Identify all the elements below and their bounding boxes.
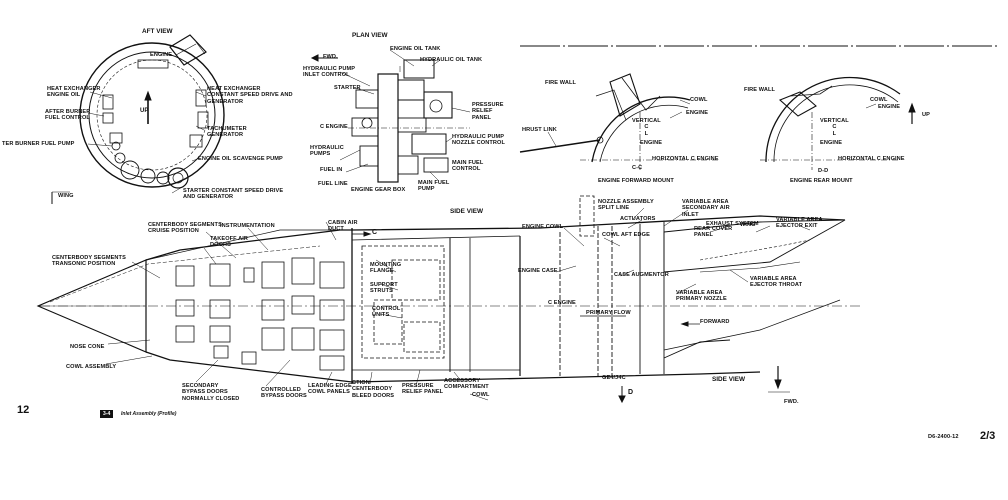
- rear-mount-engine-label: ENGINE: [878, 104, 901, 110]
- aft-view-drawing: [51, 34, 225, 204]
- cowl-aft-edge-label: COWL AFT EDGE: [602, 232, 650, 238]
- fwd-mount-horizontal-label: HORIZONTAL C ENGINE: [652, 156, 719, 162]
- control-units-label: CONTROL UNITS: [372, 306, 401, 319]
- actuators-label: ACTUATORS: [620, 216, 656, 222]
- forward-mount-drawing: [519, 45, 1000, 170]
- rear-mount-engine-lower-label: ENGINE: [820, 140, 843, 146]
- rear-mount-fire-wall-label: FIRE WALL: [744, 87, 776, 93]
- var-secondary-inlet-label: VARIABLE AREA SECONDARY AIR INLET: [682, 199, 730, 218]
- side-view-title-lower: SIDE VIEW: [712, 376, 746, 383]
- oil-scavenge-pump-label: ENGINE OIL SCAVENGE PUMP: [198, 156, 283, 162]
- d-section-marker: D: [628, 389, 634, 396]
- plan-view-drawing: [310, 49, 471, 183]
- figure-badge: 3-4: [100, 410, 114, 418]
- instrumentation-label: INSTRUMENTATION: [220, 223, 275, 229]
- page-number-right: 2/3: [980, 430, 996, 442]
- side-pressure-relief-label: PRESSURE RELIEF PANEL: [402, 383, 444, 396]
- secondary-bypass-doors-label: SECONDARY BYPASS DOORS NORMALLY CLOSED: [182, 383, 240, 402]
- engine-cowl-label: ENGINE COWL: [522, 224, 564, 230]
- primary-flow-label: PRIMARY FLOW: [586, 310, 631, 316]
- nozzle-assembly-label: NOZZLE ASSEMBLY SPLIT LINE: [598, 199, 654, 212]
- centerbody-transonic-label: CENTERBODY SEGMENTS TRANSONIC POSITION: [52, 255, 126, 268]
- wing-label: WING: [58, 193, 74, 199]
- thrust-link-label: HRUST LINK: [522, 127, 557, 133]
- heat-exchanger-oil-label: HEAT EXCHANGER ENGINE OIL: [47, 86, 101, 99]
- exhaust-system-label: EXHAUST SYSTEM: [706, 221, 759, 227]
- controlled-bypass-doors-label: CONTROLLED BYPASS DOORS: [261, 387, 307, 400]
- fwd-mount-fire-wall-label: FIRE WALL: [545, 80, 577, 86]
- plan-pressure-relief-label: PRESSURE RELIEF PANEL: [472, 102, 504, 121]
- mounting-flange-label: MOUNTING FLANGE: [370, 262, 402, 275]
- suction-bleed-doors-label: CTION CENTERBODY BLEED DOORS: [352, 380, 395, 399]
- c-section-marker: C: [372, 229, 378, 236]
- leading-edge-cowl-label: LEADING EDGE COWL PANELS: [308, 383, 352, 396]
- rear-mount-cowl-label: COWL: [870, 97, 888, 103]
- engine-oil-tank-label: ENGINE OIL TANK: [390, 46, 441, 52]
- hydraulic-pump-nozzle-label: HYDRAULIC PUMP NOZZLE CONTROL: [452, 134, 505, 147]
- rear-mount-drawing: [760, 76, 916, 170]
- rear-mount-vertical-label: VERTICAL C L: [820, 118, 849, 137]
- aft-view-title: AFT VIEW: [142, 28, 173, 35]
- cowl-assembly-label: COWL ASSEMBLY: [66, 364, 117, 370]
- hydraulic-pumps-label: HYDRAULIC PUMPS: [310, 145, 344, 158]
- fuel-in-label: FUEL IN: [320, 167, 343, 173]
- side-view-drawing: [36, 195, 860, 404]
- centerbody-cruise-label: CENTERBODY SEGMENTS CRUISE POSITION: [148, 222, 222, 235]
- side-fwd-label: FWD.: [784, 399, 799, 405]
- fwd-mount-title: ENGINE FORWARD MOUNT: [598, 178, 674, 184]
- var-ejector-exit-label: VARIABLE AREA EJECTOR EXIT: [776, 217, 823, 230]
- fwd-mount-vertical-label: VERTICAL C L: [632, 118, 661, 137]
- side-cowl-label: COWL: [472, 392, 490, 398]
- starter-label: STARTER: [334, 85, 361, 91]
- afterburner-fuel-control-label: AFTER BURNER FUEL CONTROL: [45, 109, 91, 122]
- forward-label: FORWARD: [700, 319, 730, 325]
- fwd-mount-engine-lower-label: ENGINE: [640, 140, 663, 146]
- figure-caption: Inlet Assembly (Profile): [121, 411, 177, 417]
- hydraulic-oil-tank-label: HYDRAULIC OIL TANK: [420, 57, 483, 63]
- var-ejector-throat-label: VARIABLE AREA EJECTOR THROAT: [750, 276, 803, 289]
- fuel-line-label: FUEL LINE: [318, 181, 348, 187]
- hydraulic-pump-inlet-label: HYDRAULIC PUMP INLET CONTROL: [303, 66, 356, 79]
- takeoff-air-doors-label: TAKEOFF AIR DOORS: [210, 236, 249, 249]
- tachometer-generator-label: TACHUMETER GENERATOR: [207, 126, 247, 139]
- cabin-air-duct-label: CABIN AIR DUCT: [328, 220, 358, 233]
- page-number-left: 12: [17, 404, 30, 416]
- var-primary-nozzle-label: VARIABLE AREA PRIMARY NOZZLE: [676, 290, 727, 303]
- accessory-compartment-label: ACCESSORY COMPARTMENT: [444, 378, 489, 391]
- plan-view-title: PLAN VIEW: [352, 32, 388, 39]
- rear-mount-up-label: UP: [922, 112, 930, 118]
- document-number: D6-2400-12: [928, 434, 959, 440]
- rear-mount-horizontal-label: HORIZONTAL C ENGINE: [838, 156, 905, 162]
- fwd-mount-section-label: C-C: [632, 165, 643, 171]
- fwd-mount-cowl-label: COWL: [690, 97, 708, 103]
- rear-mount-section-label: D-D: [818, 168, 829, 174]
- side-engine-cl-label: C ENGINE: [548, 300, 576, 306]
- rear-mount-title: ENGINE REAR MOUNT: [790, 178, 853, 184]
- heat-exchanger-csd-label: HEAT EXCHANGER CONSTANT SPEED DRIVE AND …: [207, 86, 293, 105]
- fwd-mount-engine-label: ENGINE: [686, 110, 709, 116]
- aft-up-label: UP: [140, 108, 149, 114]
- case-augmentor-label: CASE AUGMENTOR: [614, 272, 669, 278]
- side-wing-label: WING: [740, 222, 756, 228]
- burner-fuel-pump-label: TER BURNER FUEL PUMP: [2, 141, 75, 147]
- engine-case-label: ENGINE CASE: [518, 268, 558, 274]
- starter-csd-label: STARTER CONSTANT SPEED DRIVE AND GENERAT…: [183, 188, 284, 201]
- aft-engine-label: ENGINE: [150, 52, 173, 58]
- side-view-title: SIDE VIEW: [450, 208, 484, 215]
- engine-gear-box-label: ENGINE GEAR BOX: [351, 187, 406, 193]
- ge4-label: GE4/J4C: [602, 375, 626, 381]
- main-fuel-pump-label: MAIN FUEL PUMP: [418, 180, 450, 193]
- plan-engine-cl-label: C ENGINE: [320, 124, 348, 130]
- nose-cone-label: NOSE CONE: [70, 344, 105, 350]
- rear-cover-panel-label: REAR COVER PANEL: [694, 226, 733, 239]
- support-struts-label: SUPPORT STRUTS: [370, 282, 398, 295]
- main-fuel-control-label: MAIN FUEL CONTROL: [452, 160, 484, 173]
- plan-fwd-label: FWD.: [323, 54, 338, 60]
